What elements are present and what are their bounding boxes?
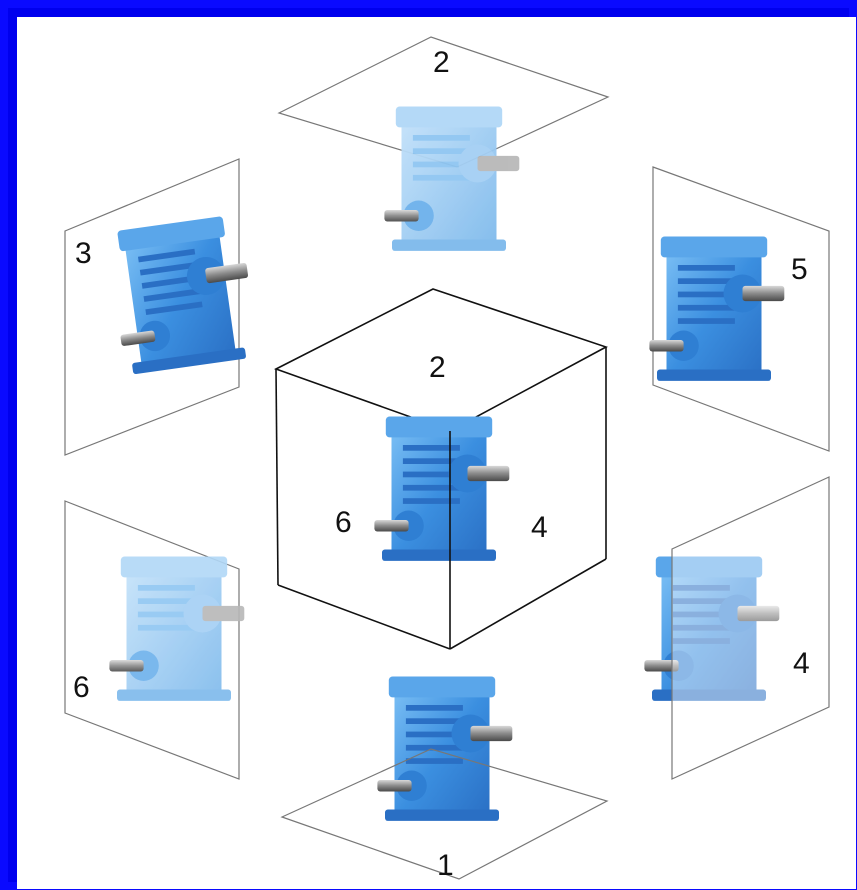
lower-right-mounting-plane [672, 477, 829, 779]
gearbox-icon [649, 237, 784, 381]
lower-right-plane-label: 4 [793, 647, 810, 680]
cube-right-label: 4 [531, 511, 548, 544]
cube-left-label: 6 [335, 506, 352, 539]
gearbox-icon [377, 677, 512, 821]
mounting-positions-diagram: 2 3 5 [17, 17, 856, 889]
gearbox-icon [106, 214, 260, 376]
right-plane-label: 5 [791, 253, 808, 286]
left-plane-label: 3 [75, 237, 92, 270]
gearbox-icon [384, 107, 519, 251]
diagram-canvas: 2 3 5 [17, 17, 856, 889]
lower-left-plane-label: 6 [73, 671, 90, 704]
bottom-plane-label: 1 [437, 849, 454, 882]
gearbox-icon [109, 557, 244, 701]
top-plane-label: 2 [433, 46, 450, 79]
cube-top-label: 2 [429, 351, 446, 384]
gearbox-icon [374, 417, 509, 561]
